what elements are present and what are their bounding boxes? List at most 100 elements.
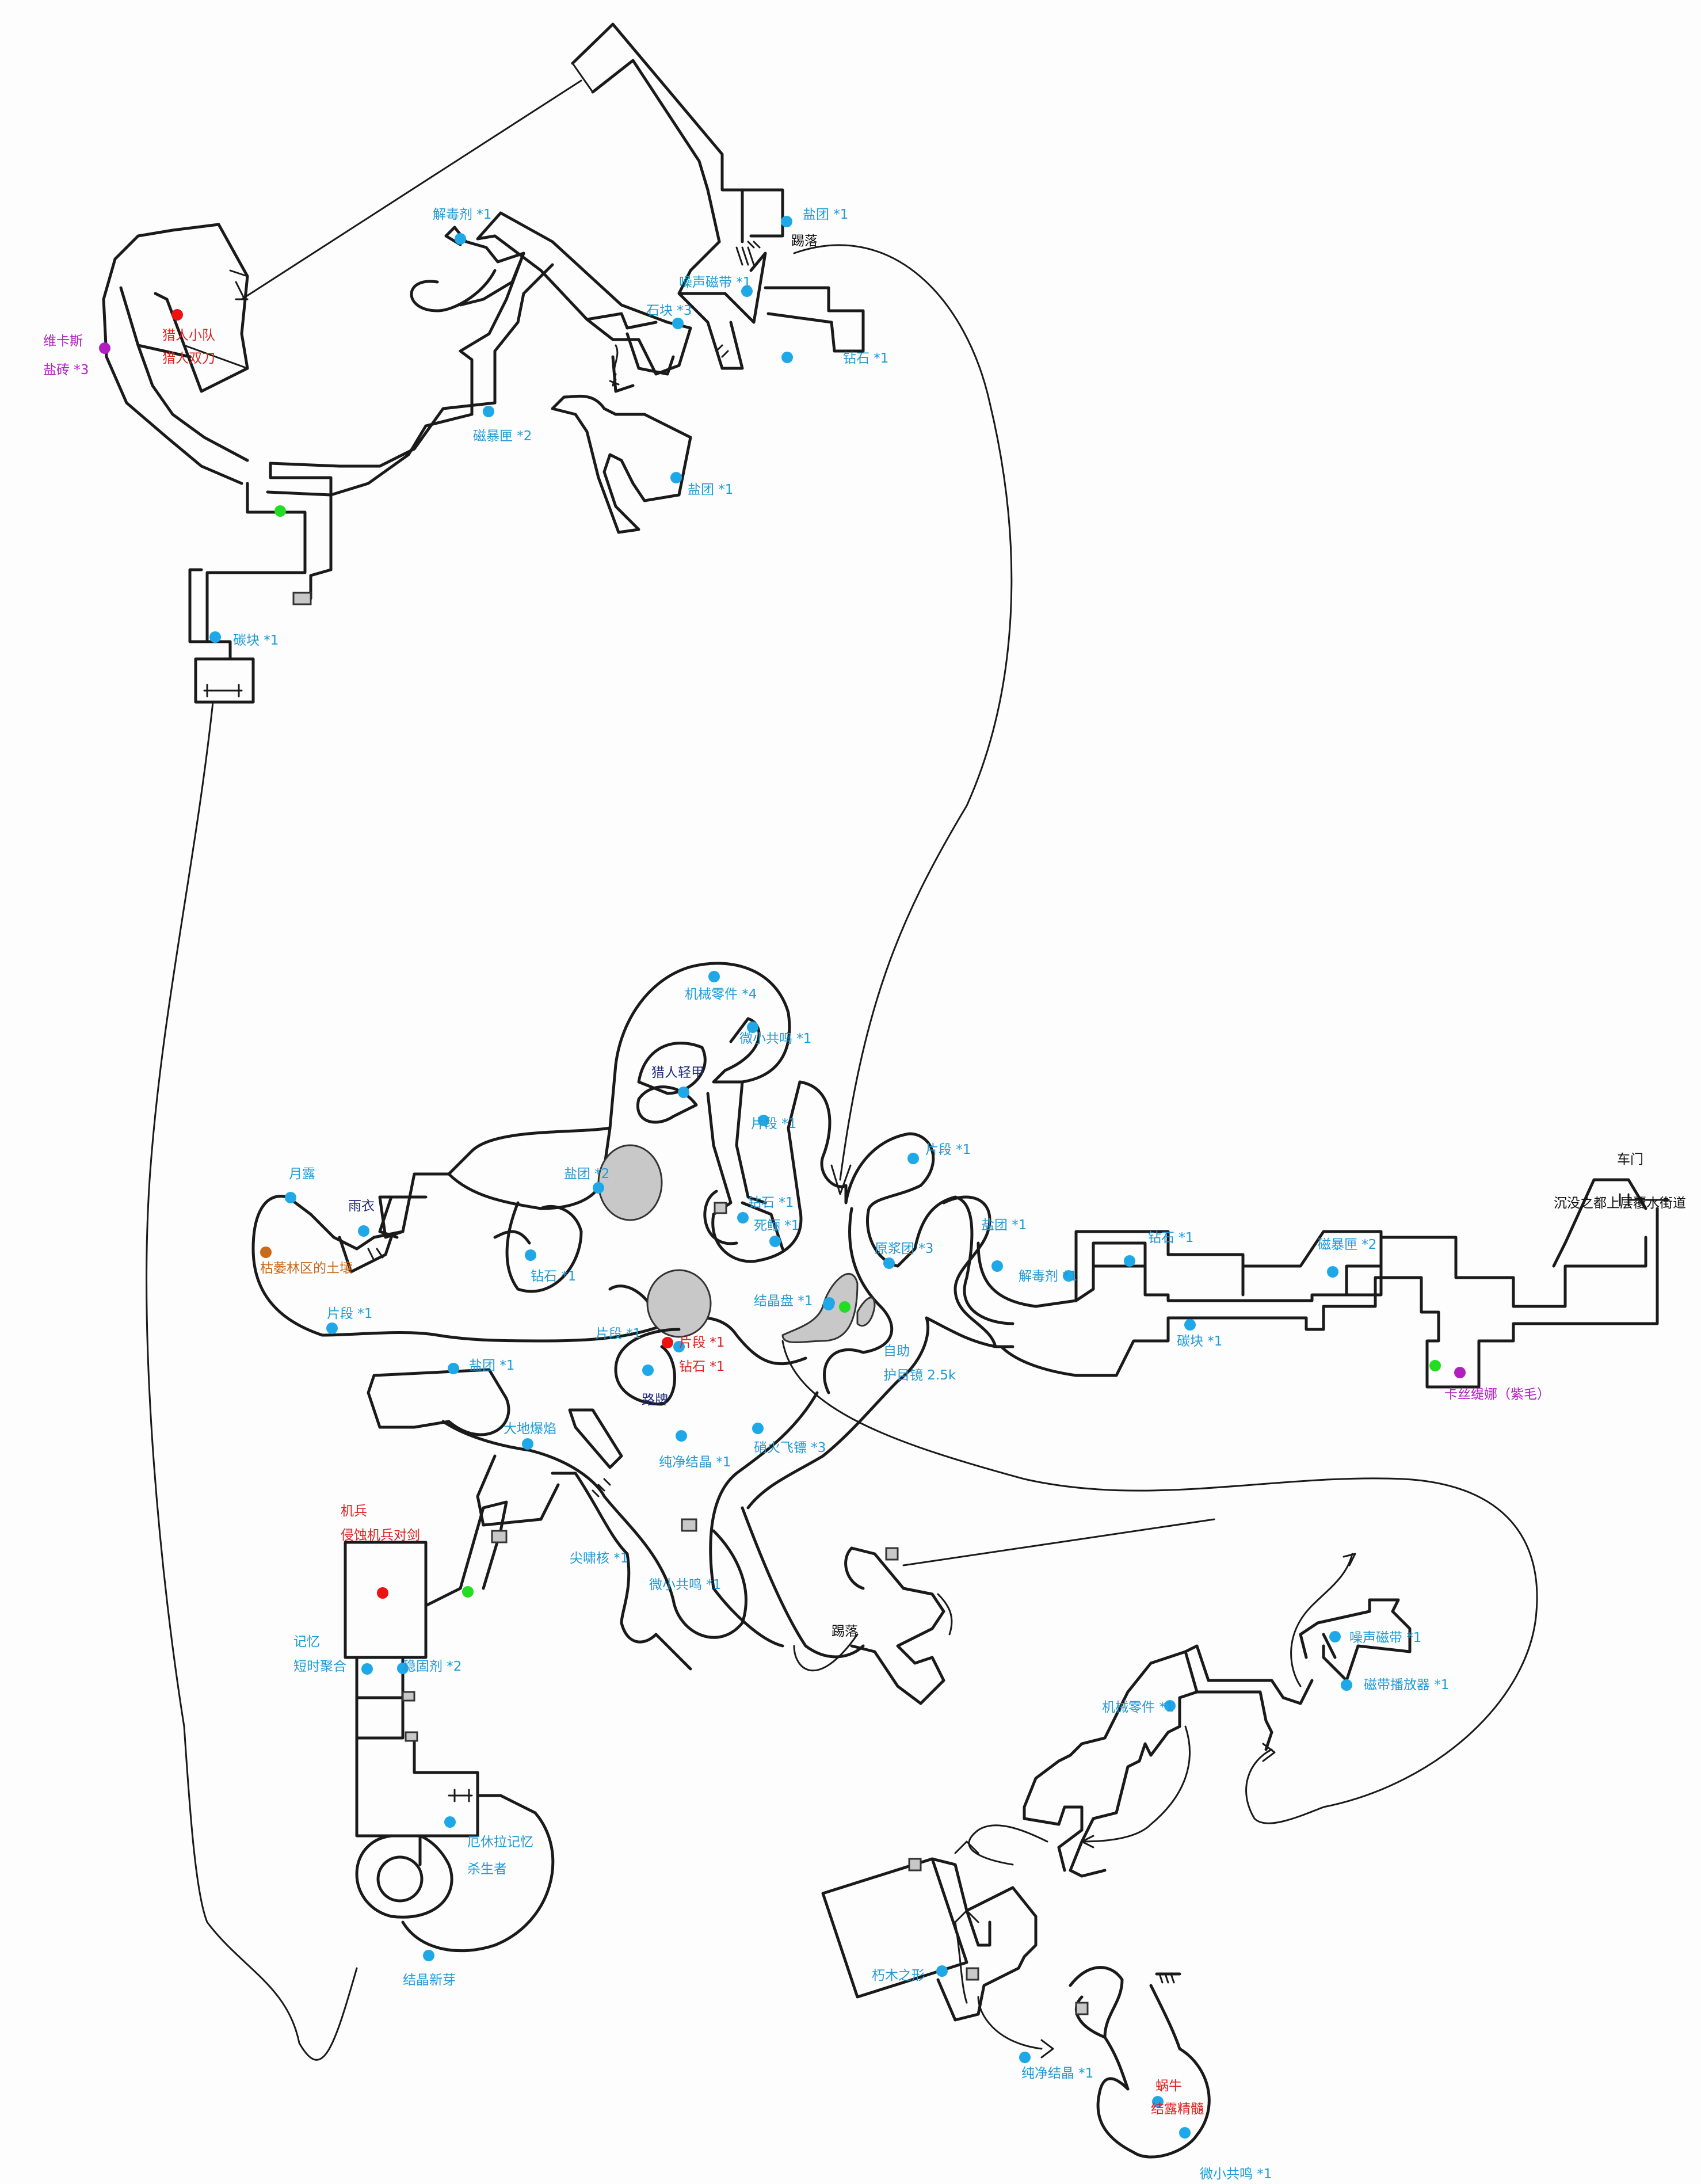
south-west-rooms <box>344 1500 555 1953</box>
map-label-l57: 结晶新芽 <box>403 1973 456 1988</box>
item-marker <box>525 1249 536 1261</box>
map-label-l30: 钻石 *1 <box>1148 1230 1193 1245</box>
item-marker <box>1063 1270 1074 1282</box>
item-marker <box>670 472 682 483</box>
item-marker <box>737 1212 749 1224</box>
map-label-l18: 片段 *1 <box>925 1142 971 1157</box>
item-marker <box>1164 1700 1176 1712</box>
map-label-l59: 机械零件 *1 <box>1102 1700 1174 1715</box>
item-marker <box>781 352 793 363</box>
item-marker <box>326 1322 338 1334</box>
north-middle-room <box>551 344 692 534</box>
map-label-l23: 月露 <box>289 1167 315 1181</box>
bench-marker <box>1429 1360 1441 1371</box>
west-long-path <box>146 701 358 2061</box>
map-label-l51: 踢落 <box>832 1624 858 1639</box>
map-label-l15: 微小共鸣 *1 <box>739 1031 811 1046</box>
item-marker <box>209 631 221 643</box>
bench-marker <box>462 1586 474 1598</box>
hatch-details <box>592 241 761 1497</box>
item-marker <box>673 1341 685 1352</box>
east-corridor <box>942 1178 1670 1389</box>
map-label-l63: 蜗牛 <box>1155 2079 1182 2094</box>
north-corridor <box>571 22 865 370</box>
map-label-l33: 沉没之都上层覆水街道 <box>1554 1196 1686 1211</box>
item-marker <box>936 1965 948 1977</box>
item-marker <box>883 1257 895 1269</box>
item-marker <box>758 1115 769 1126</box>
item-marker <box>1124 1255 1135 1267</box>
item-marker <box>672 318 684 329</box>
map-label-l19: 盐团 *2 <box>564 1167 609 1181</box>
item-marker <box>781 216 792 227</box>
rock-formations <box>597 1144 876 1343</box>
map-label-l65: 微小共鸣 *1 <box>1200 2167 1272 2182</box>
boss-marker <box>662 1337 673 1348</box>
map-label-l56: 杀生者 <box>467 1862 507 1877</box>
map-label-l47: 机兵 <box>341 1504 367 1519</box>
map-label-l39: 路牌 <box>642 1393 668 1408</box>
item-marker <box>708 971 720 982</box>
map-label-l21: 死鲡 *1 <box>754 1218 799 1233</box>
map-label-l12: 盐团 *1 <box>688 482 733 497</box>
map-label-l64: 结露精髓 <box>1151 2102 1204 2117</box>
boss-marker <box>171 309 183 321</box>
map-label-l25: 枯萎林区的土壤 <box>260 1261 353 1276</box>
map-label-l48: 侵蚀机兵对剑 <box>341 1528 420 1543</box>
map-label-l3: 踢落 <box>791 234 818 249</box>
item-marker <box>1152 2096 1164 2107</box>
north-west-hunter-room <box>102 223 249 485</box>
item-marker <box>361 1663 373 1675</box>
map-label-l37: 片段 *1 <box>679 1335 724 1350</box>
item-marker <box>907 1153 919 1164</box>
map-label-l44: 大地爆焰 <box>504 1421 556 1436</box>
map-label-l42: 卡丝缇娜（紫毛） <box>1444 1387 1550 1402</box>
map-label-l38: 钻石 *1 <box>679 1359 724 1374</box>
map-label-l28: 原浆团 *3 <box>875 1241 933 1256</box>
item-marker <box>483 406 494 417</box>
map-label-l35: 碳块 *1 <box>1177 1334 1222 1349</box>
map-label-l58: 噪声磁带 *1 <box>1349 1630 1421 1645</box>
item-marker <box>448 1363 459 1374</box>
map-label-l7: 维卡斯 <box>43 334 83 349</box>
item-marker <box>769 1236 781 1247</box>
item-marker <box>593 1182 604 1194</box>
map-label-l27: 片段 *1 <box>327 1306 372 1321</box>
map-label-l13: 碳块 *1 <box>233 633 279 648</box>
map-label-l9: 猎人小队 <box>162 328 215 343</box>
map-label-l5: 石块 *3 <box>646 303 692 318</box>
hub-inner-rooms <box>614 1085 738 1406</box>
item-marker <box>676 1430 687 1442</box>
item-marker <box>1019 2052 1031 2063</box>
item-marker <box>1341 1679 1352 1691</box>
map-label-l22: 盐团 *1 <box>981 1218 1027 1233</box>
marker-layer <box>99 216 1466 2139</box>
item-marker <box>741 285 753 297</box>
item-marker <box>1179 2127 1191 2139</box>
map-label-l49: 尖啸核 *1 <box>570 1551 628 1566</box>
map-label-l20: 钻石 *1 <box>748 1195 794 1210</box>
map-label-l60: 磁带播放器 *1 <box>1364 1678 1449 1693</box>
item-marker <box>358 1225 369 1237</box>
map-label-l52: 记忆 <box>293 1634 320 1649</box>
boss-marker <box>377 1587 388 1599</box>
map-label-l8: 盐砖 *3 <box>43 363 89 378</box>
map-label-l14: 机械零件 *4 <box>685 987 757 1002</box>
map-label-l50: 微小共鸣 *1 <box>649 1577 721 1592</box>
map-label-l40: 自助 <box>883 1344 910 1359</box>
item-marker <box>642 1364 654 1376</box>
central-hub <box>251 962 1015 1671</box>
item-marker <box>1184 1319 1196 1331</box>
map-label-l46: 硝火飞镖 *3 <box>754 1440 826 1455</box>
map-label-l2: 盐团 *1 <box>803 207 848 222</box>
map-label-l26: 钻石 *1 <box>531 1269 576 1284</box>
map-label-l61: 朽木之形 <box>872 1968 925 1983</box>
item-marker <box>752 1423 764 1434</box>
map-label-l32: 车门 <box>1617 1152 1643 1167</box>
map-label-l4: 噪声磁带 *1 <box>679 275 751 290</box>
map-label-l54: 稳固剂 *2 <box>403 1659 462 1674</box>
item-marker <box>423 1950 434 1961</box>
map-label-l1: 解毒剂 *1 <box>433 207 491 222</box>
